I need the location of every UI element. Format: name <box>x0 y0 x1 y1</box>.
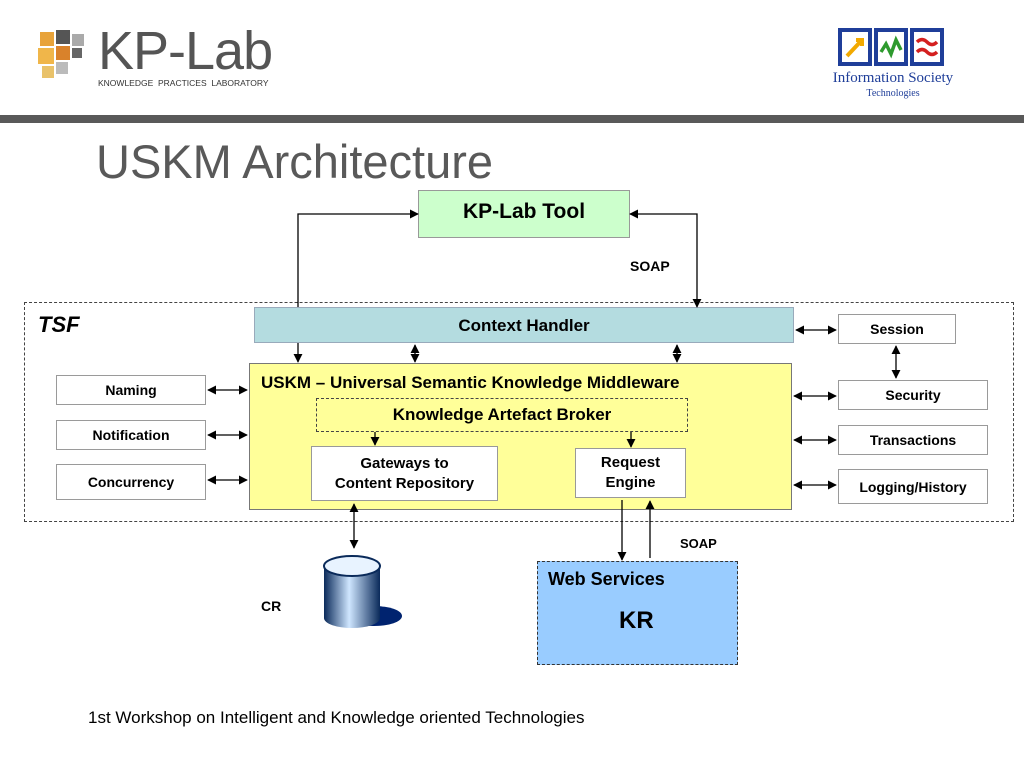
kp-lab-mosaic-icon <box>38 30 84 78</box>
tsf-region <box>24 302 1014 522</box>
request-engine-box: Request Engine <box>575 448 686 498</box>
ist-line1: Information Society <box>832 70 954 86</box>
ist-icon <box>838 28 944 66</box>
uskm-title: USKM – Universal Semantic Knowledge Midd… <box>261 373 680 392</box>
kp-lab-logo: KP-Lab KNOWLEDGE PRACTICES LABORATORY <box>36 21 306 96</box>
session-box: Session <box>838 314 956 344</box>
web-services-label: Web Services <box>548 569 665 589</box>
footer-text: 1st Workshop on Intelligent and Knowledg… <box>88 708 585 727</box>
kp-lab-logo-subtitle: KNOWLEDGE PRACTICES LABORATORY <box>98 78 269 88</box>
gateways-box: Gateways to Content Repository <box>311 446 498 501</box>
ist-line2: Technologies <box>866 88 920 99</box>
gateways-line2: Content Repository <box>334 474 475 492</box>
knowledge-artefact-broker: Knowledge Artefact Broker <box>316 398 688 432</box>
context-handler-box: Context Handler <box>254 307 794 343</box>
naming-box: Naming <box>56 375 206 405</box>
security-box: Security <box>838 380 988 410</box>
transactions-box: Transactions <box>838 425 988 455</box>
cr-label: CR <box>261 598 282 614</box>
gateways-line1: Gateways to <box>360 454 449 472</box>
tsf-label: TSF <box>38 312 80 337</box>
kp-lab-tool-box: KP-Lab Tool <box>418 190 630 238</box>
kr-box <box>537 561 738 665</box>
soap-bottom-label: SOAP <box>680 536 717 551</box>
kp-lab-logo-text: KP-Lab <box>98 21 273 81</box>
ist-logo: Information Society Technologies <box>818 26 968 102</box>
database-icon <box>323 555 402 628</box>
header-divider <box>0 115 1024 123</box>
connector-tool-to-context-right <box>629 209 702 308</box>
slide-title: USKM Architecture <box>96 135 494 188</box>
notification-box: Notification <box>56 420 206 450</box>
request-line1: Request <box>600 454 661 471</box>
kr-label: KR <box>619 607 654 634</box>
request-line2: Engine <box>605 474 656 491</box>
connector-context-to-tool-left <box>297 209 419 307</box>
logging-history-box: Logging/History <box>838 469 988 504</box>
concurrency-box: Concurrency <box>56 464 206 500</box>
